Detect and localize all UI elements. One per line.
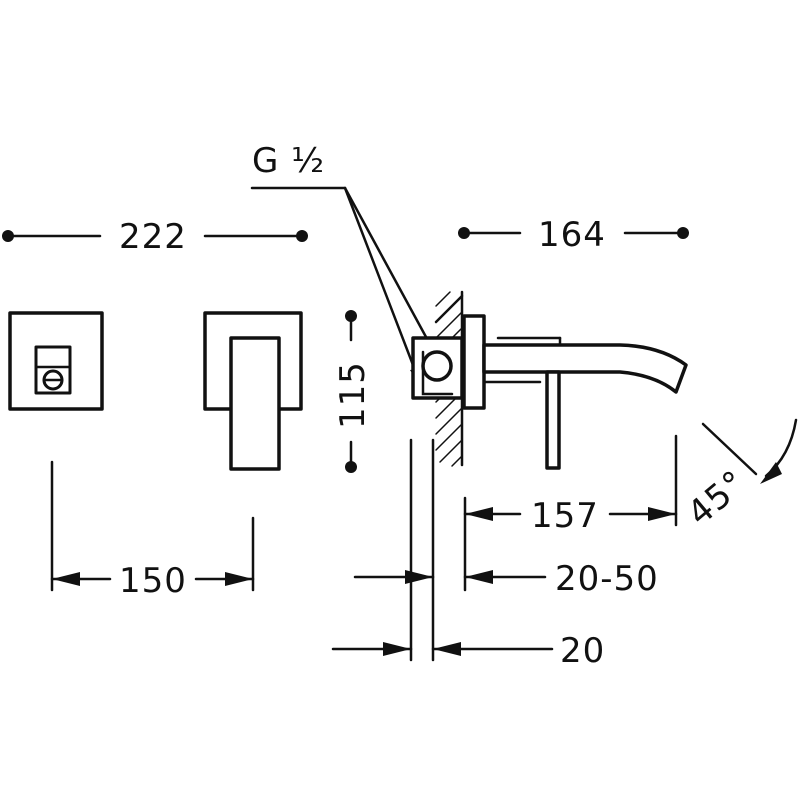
dimension-150: 150	[50, 460, 255, 601]
spout	[482, 343, 688, 394]
display-window	[34, 345, 72, 395]
angle-indicator: 45°	[680, 418, 798, 534]
dim-150-right-arrow	[225, 572, 253, 586]
dim-150-label: 150	[119, 561, 187, 601]
dim-164-right-dot	[677, 227, 689, 239]
dim-2050-label: 20-50	[555, 559, 659, 599]
dimension-20-50: 20-50	[353, 559, 659, 599]
side-view	[411, 290, 688, 470]
dimension-222: 222	[2, 217, 308, 257]
control-plate	[8, 311, 104, 411]
thread-leader-2	[343, 186, 420, 380]
dim-2050-right-arrow	[465, 570, 493, 584]
angle-arrow	[760, 462, 782, 484]
dim-20-left-arrow	[383, 642, 411, 656]
dimension-115: 115	[333, 310, 373, 473]
dim-157-left-arrow	[465, 507, 493, 521]
dim-157-label: 157	[531, 496, 599, 536]
dim-222-label: 222	[119, 217, 187, 257]
lever-plate-front-view	[203, 311, 303, 471]
dim-164-label: 164	[538, 215, 606, 255]
dimension-20: 20	[331, 631, 605, 671]
dim-115-bottom-dot	[345, 461, 357, 473]
dimension-164: 164	[458, 215, 689, 255]
angle-line	[701, 422, 758, 476]
dimension-157: 157	[463, 496, 678, 536]
cover-plate	[462, 314, 486, 410]
dim-157-right-arrow	[648, 507, 676, 521]
lever-stem	[545, 370, 561, 470]
thread-leader-1	[343, 186, 434, 350]
dim-20-label: 20	[560, 631, 605, 671]
valve-inlet-flange	[421, 350, 454, 396]
dim-150-left-arrow	[52, 572, 80, 586]
valve-inlet	[421, 350, 453, 382]
lever-handle	[229, 336, 281, 471]
dim-222-right-dot	[296, 230, 308, 242]
dim-115-label: 115	[333, 361, 373, 429]
dim-20-right-arrow	[433, 642, 461, 656]
control-plate-front-view	[8, 311, 104, 411]
angle-label: 45°	[680, 463, 754, 534]
dim-2050-left-arrow	[405, 570, 433, 584]
angle-arc	[764, 418, 798, 478]
thread-label: G ½	[252, 141, 325, 181]
wall-extension-lines	[409, 434, 678, 662]
